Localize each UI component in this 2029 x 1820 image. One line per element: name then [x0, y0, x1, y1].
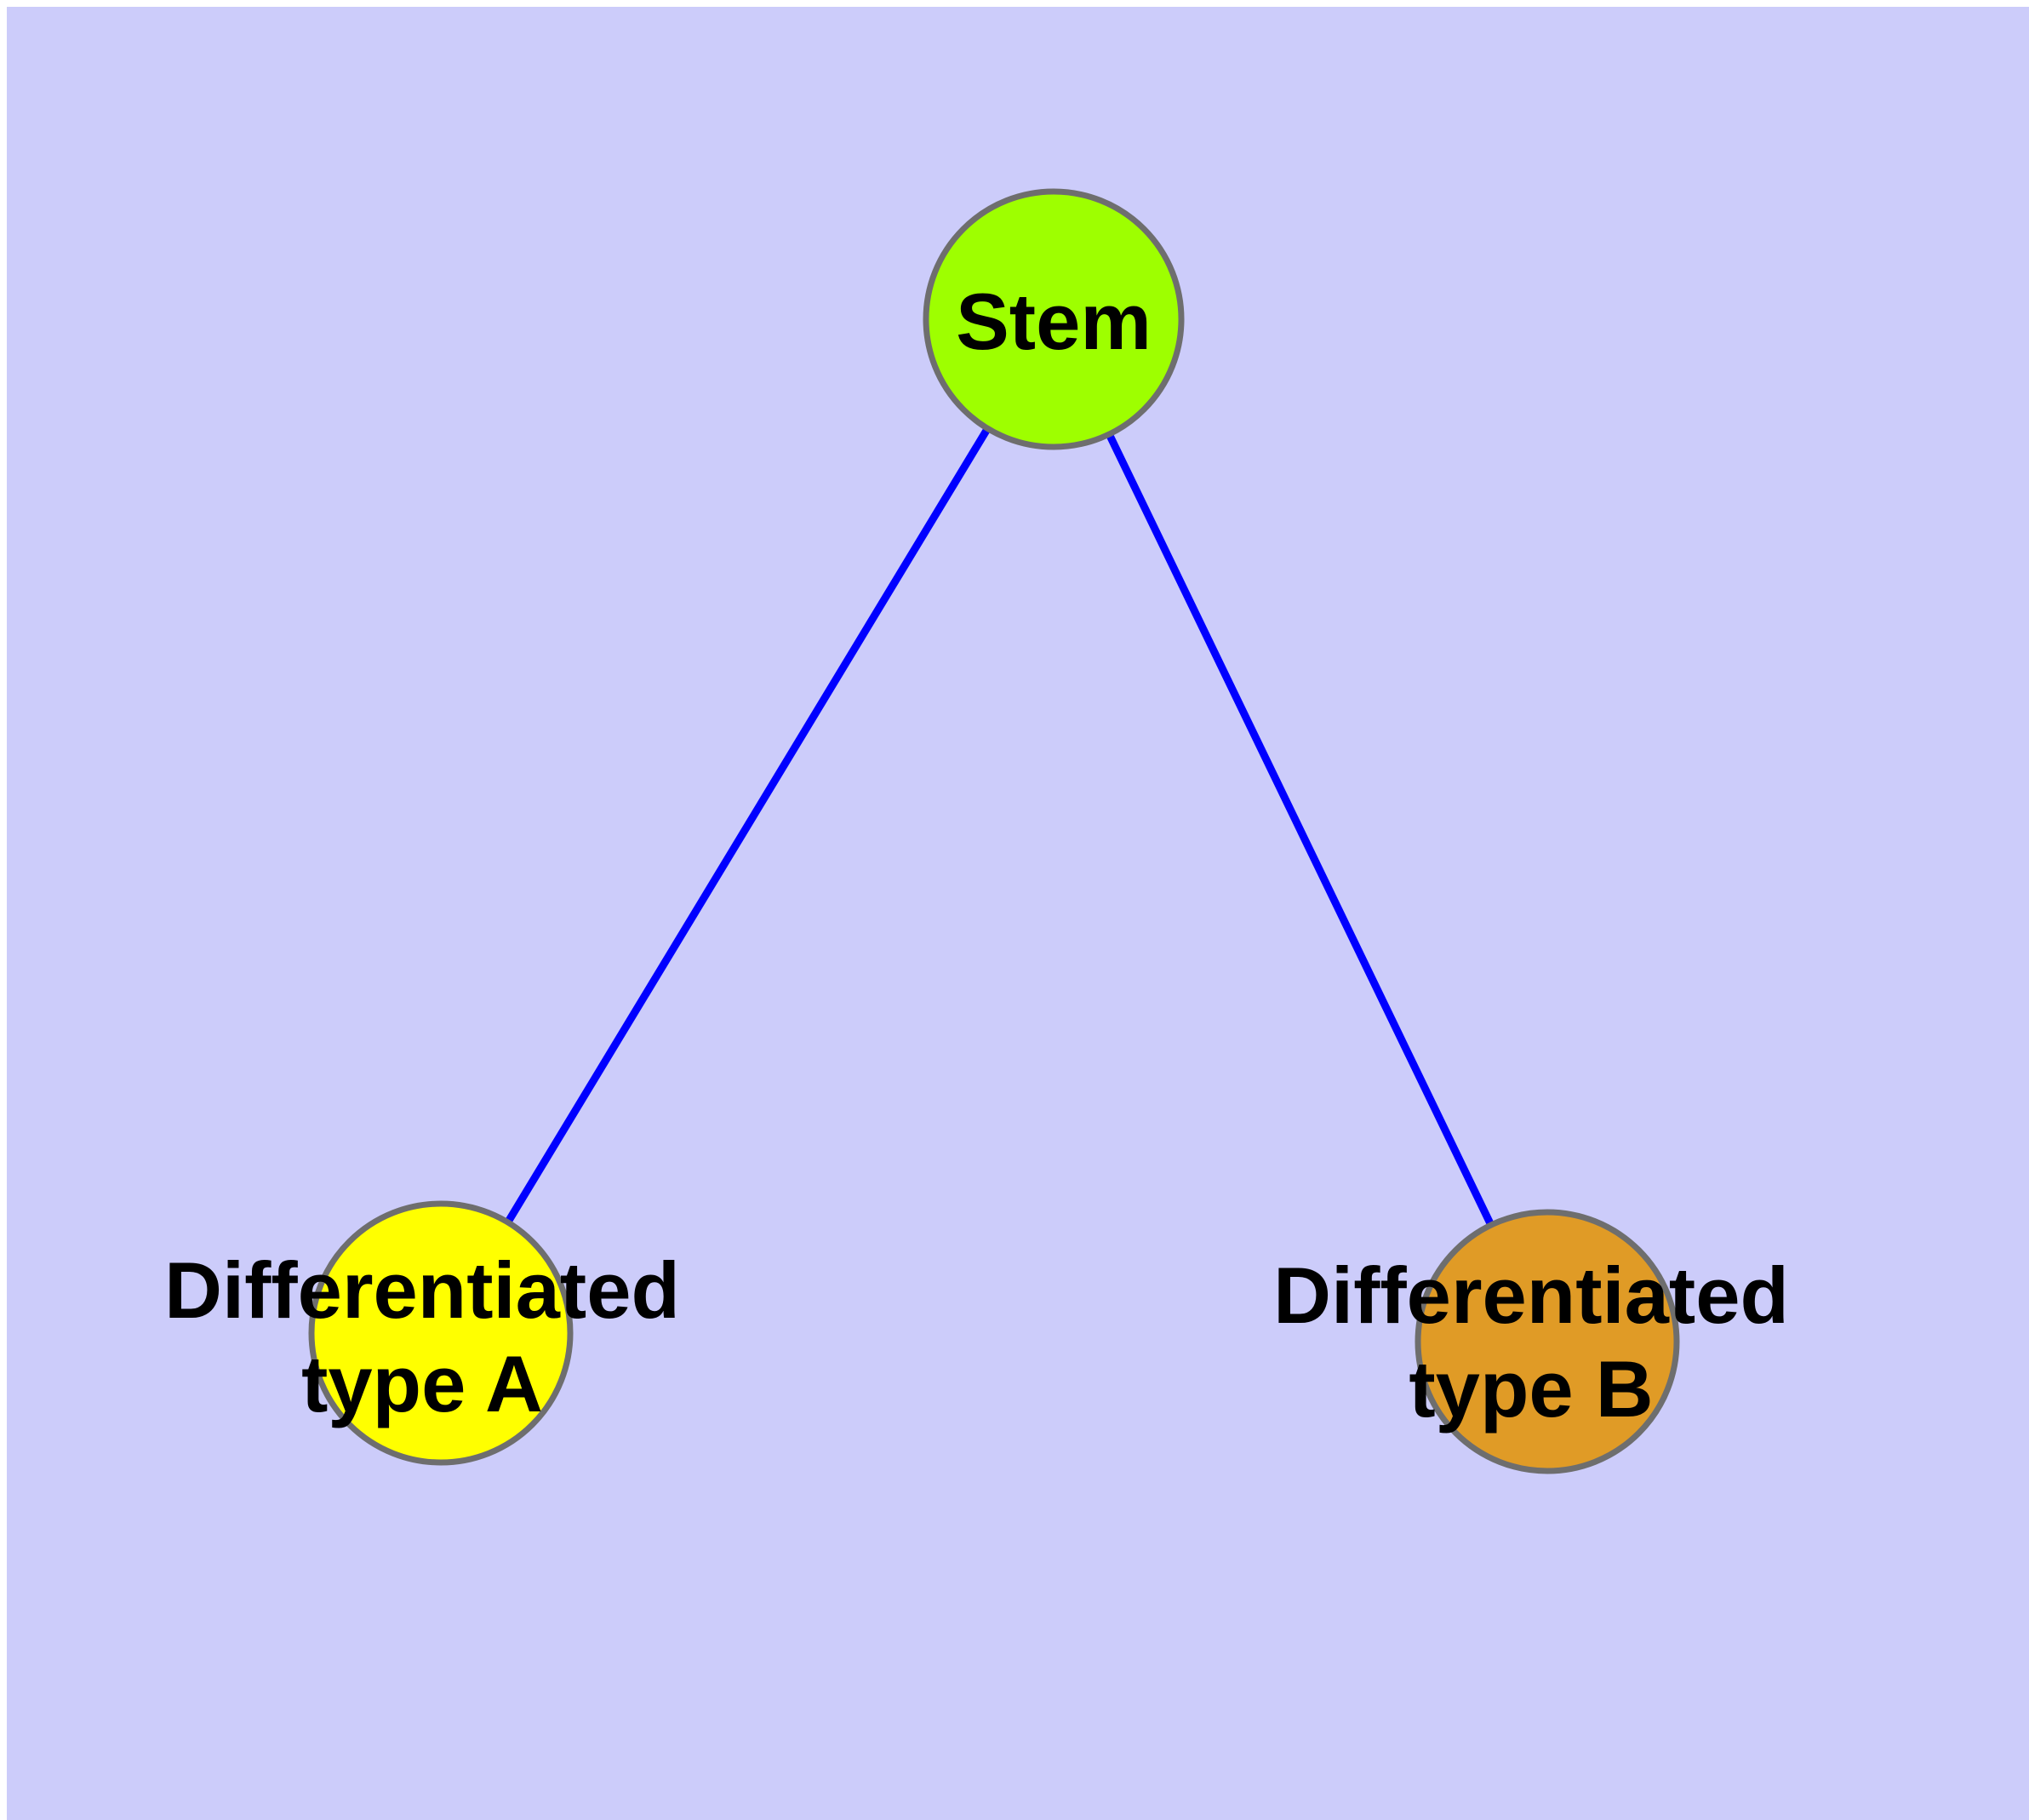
- node-label-differentiated-type-b-line-1: Differentiated: [1273, 1251, 1789, 1340]
- edge-stem-to-differentiated-type-b[interactable]: [1049, 318, 1552, 1343]
- node-label-differentiated-type-a-line-1: Differentiated: [164, 1245, 680, 1335]
- node-differentiated-type-b[interactable]: [1415, 1209, 1680, 1474]
- node-stem[interactable]: [923, 188, 1185, 450]
- edge-stem-to-differentiated-type-a[interactable]: [437, 317, 1057, 1336]
- node-label-differentiated-type-a-line-2: type A: [301, 1339, 543, 1428]
- edge-layer: [437, 317, 1552, 1343]
- node-layer: [308, 188, 1680, 1474]
- node-label-stem: Stem: [956, 277, 1152, 366]
- node-differentiated-type-a[interactable]: [308, 1200, 574, 1466]
- label-layer: Stem Differentiated type A Differentiate…: [164, 277, 1789, 1434]
- node-label-differentiated-type-b-line-2: type B: [1409, 1344, 1653, 1434]
